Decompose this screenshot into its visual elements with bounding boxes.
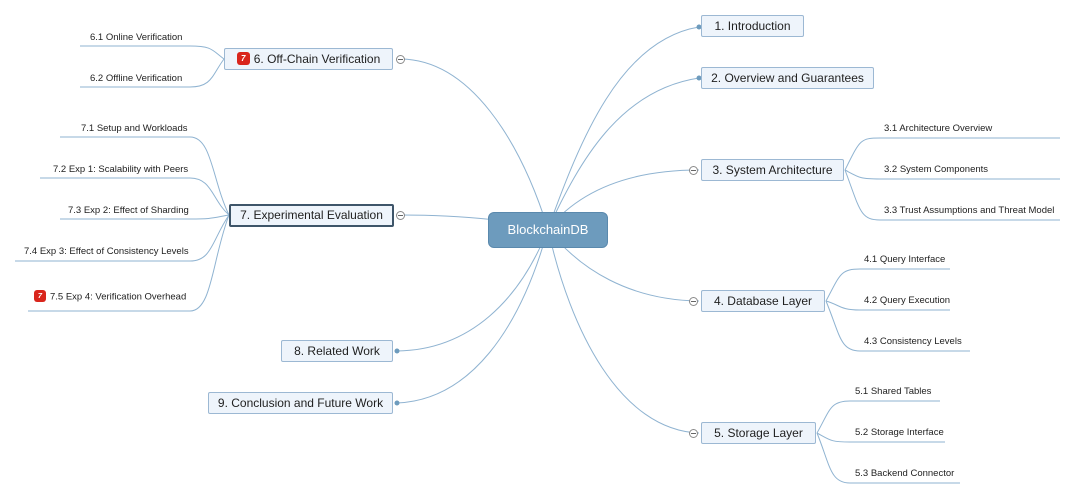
- subtopic-7-3[interactable]: 7.3 Exp 2: Effect of Sharding: [68, 205, 189, 216]
- topic-overview-guarantees[interactable]: 2. Overview and Guarantees: [701, 67, 874, 89]
- subtopic-7-2[interactable]: 7.2 Exp 1: Scalability with Peers: [53, 164, 189, 175]
- topic-conclusion-future-work[interactable]: 9. Conclusion and Future Work: [208, 392, 393, 414]
- subtopic-5-2[interactable]: 5.2 Storage Interface: [855, 427, 944, 438]
- subtopic-4-2[interactable]: 4.2 Query Execution: [864, 295, 951, 306]
- subtopic-6-2[interactable]: 6.2 Offline Verification: [90, 73, 183, 84]
- subtopic-4-3[interactable]: 4.3 Consistency Levels: [864, 336, 962, 347]
- subtopic-3-1[interactable]: 3.1 Architecture Overview: [884, 123, 993, 134]
- subtopic-3-2[interactable]: 3.2 System Components: [884, 164, 989, 175]
- topic-related-work[interactable]: 8. Related Work: [281, 340, 393, 362]
- priority-badge-icon: 7: [34, 290, 46, 302]
- collapse-toggle-6[interactable]: [396, 55, 405, 64]
- collapse-toggle-5[interactable]: [689, 429, 698, 438]
- collapse-toggle-4[interactable]: [689, 297, 698, 306]
- subtopic-5-3[interactable]: 5.3 Backend Connector: [855, 468, 955, 479]
- collapse-toggle-7[interactable]: [396, 211, 405, 220]
- topic-experimental-evaluation[interactable]: 7. Experimental Evaluation: [229, 204, 394, 227]
- topic-storage-layer[interactable]: 5. Storage Layer: [701, 422, 816, 444]
- root-topic[interactable]: BlockchainDB: [488, 212, 608, 248]
- priority-badge-icon: 7: [236, 52, 250, 66]
- subtopic-4-1[interactable]: 4.1 Query Interface: [864, 254, 946, 265]
- subtopic-7-5-label: 7.5 Exp 4: Verification Overhead: [50, 291, 187, 303]
- subtopic-5-1[interactable]: 5.1 Shared Tables: [855, 386, 932, 397]
- subtopic-6-1[interactable]: 6.1 Online Verification: [90, 32, 183, 43]
- collapse-toggle-3[interactable]: [689, 166, 698, 175]
- topic-system-architecture[interactable]: 3. System Architecture: [701, 159, 844, 181]
- subtopic-7-4[interactable]: 7.4 Exp 3: Effect of Consistency Levels: [24, 246, 189, 257]
- topic-introduction[interactable]: 1. Introduction: [701, 15, 804, 37]
- subtopic-7-5[interactable]: 7 7.5 Exp 4: Verification Overhead: [34, 290, 187, 304]
- topic-database-layer[interactable]: 4. Database Layer: [701, 290, 825, 312]
- subtopic-3-3[interactable]: 3.3 Trust Assumptions and Threat Model: [884, 205, 1055, 216]
- topic-off-chain-verification-label: 6. Off-Chain Verification: [253, 52, 381, 66]
- subtopic-7-1[interactable]: 7.1 Setup and Workloads: [81, 123, 188, 134]
